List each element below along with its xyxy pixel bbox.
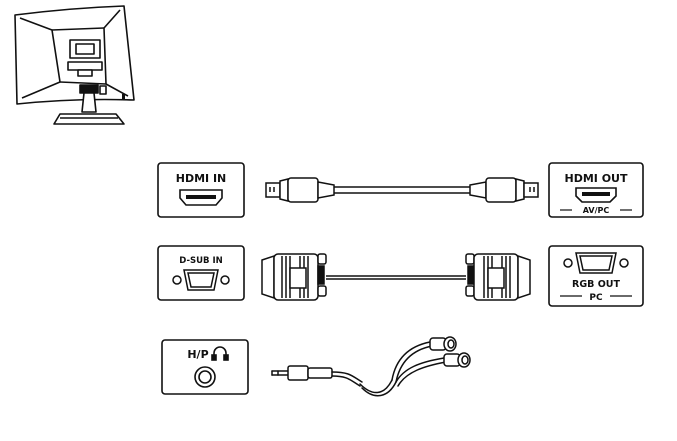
audio-jack-icon — [194, 366, 216, 388]
vga-cable — [261, 253, 531, 301]
headphone-icon — [211, 346, 229, 361]
audio-cable — [271, 336, 471, 397]
vga-port-icon — [172, 269, 230, 291]
hdmi-in-label: HDMI IN — [176, 172, 227, 185]
dsub-in-label: D-SUB IN — [179, 256, 222, 266]
hdmi-port-icon — [179, 189, 223, 206]
hdmi-out-label: HDMI OUT — [565, 172, 628, 185]
hdmi-port-icon — [575, 187, 617, 203]
rgb-out-sublabel: PC — [589, 293, 603, 303]
hdmi-out-port-box: HDMI OUT AV/PC — [548, 162, 644, 218]
hp-port-box: H/P — [161, 339, 249, 395]
hp-label: H/P — [187, 348, 208, 361]
dsub-in-port-box: D-SUB IN — [157, 245, 245, 301]
vga-port-icon — [563, 252, 629, 274]
monitor-rear-view-icon — [14, 5, 135, 125]
rgb-out-port-box: RGB OUT PC — [548, 245, 644, 307]
hdmi-out-sublabel: AV/PC — [583, 206, 610, 215]
rgb-out-label: RGB OUT — [572, 279, 620, 290]
hdmi-in-port-box: HDMI IN — [157, 162, 245, 218]
hdmi-cable — [265, 177, 539, 203]
